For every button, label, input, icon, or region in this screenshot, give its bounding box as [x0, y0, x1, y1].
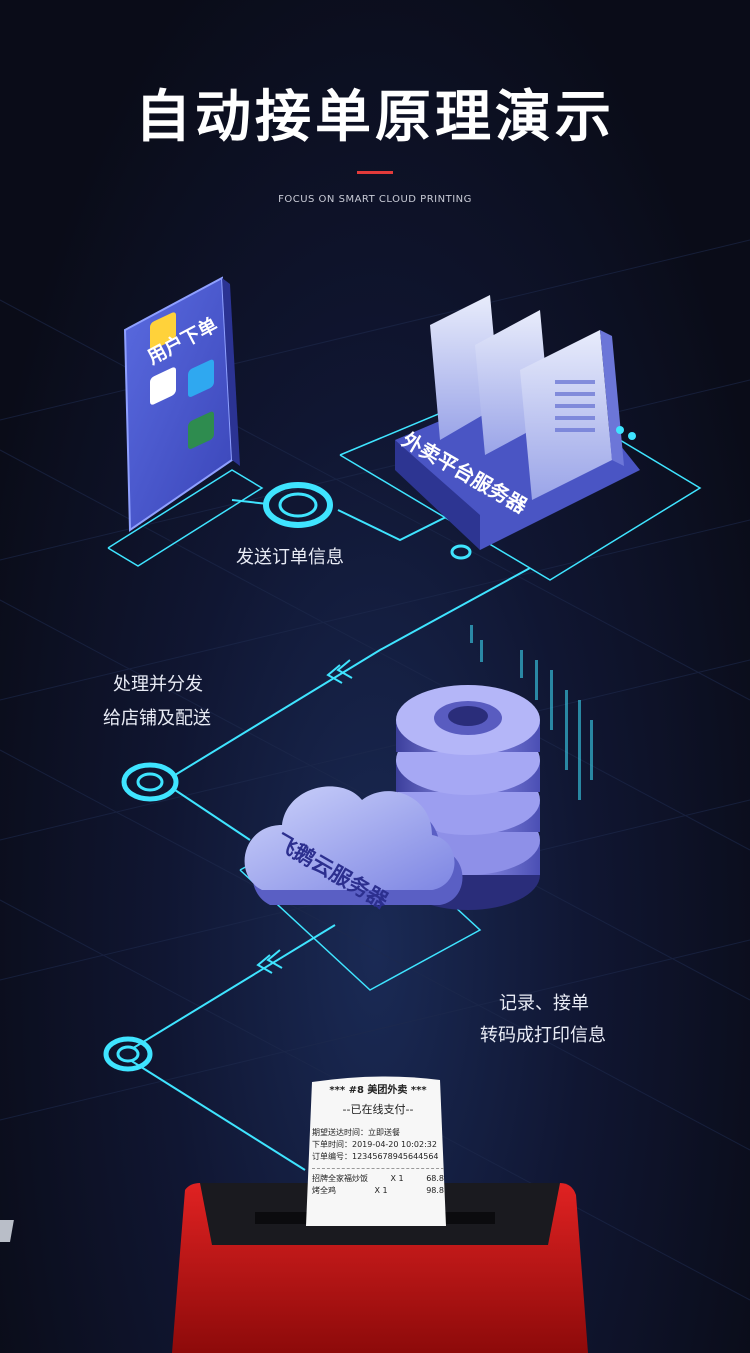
- receipt-item-row: 烤全鸡 X 1 98.8: [312, 1185, 444, 1197]
- cloud-illustration: [244, 786, 463, 905]
- receipt-delivery: 期望送达时间：立即送餐: [312, 1128, 400, 1138]
- printer-illustration: [0, 1183, 588, 1353]
- receipt-header: *** #8 美团外卖 ***: [329, 1085, 427, 1096]
- receipt-item-price: 68.8: [426, 1174, 444, 1184]
- platform-server-illustration: [395, 295, 640, 550]
- receipt-paid: --已在线支付--: [342, 1102, 414, 1116]
- receipt: *** #8 美团外卖 *** --已在线支付-- 期望送达时间：立即送餐 下单…: [312, 1084, 444, 1196]
- receipt-order: 订单编号：12345678945644564: [312, 1151, 439, 1161]
- database-stack-illustration: [396, 685, 540, 910]
- page-title: 自动接单原理演示: [135, 85, 615, 150]
- receipt-time: 下单时间：2019-04-20 10:02:32: [312, 1140, 437, 1150]
- phone-illustration: [123, 276, 240, 532]
- receipt-item-qty: X 1: [390, 1174, 404, 1184]
- step-dispatch-line1: 处理并分发: [113, 674, 203, 695]
- receipt-item-name: 烤全鸡: [312, 1185, 336, 1195]
- receipt-item-row: 招牌全家福炒饭 X 1 68.8: [312, 1173, 444, 1185]
- page-subtitle: FOCUS ON SMART CLOUD PRINTING: [278, 194, 472, 205]
- receipt-item-price: 98.8: [426, 1185, 444, 1195]
- title-accent-bar: [357, 171, 393, 174]
- step-dispatch-line2: 给店铺及配送: [103, 708, 211, 729]
- receipt-paper: [306, 1076, 446, 1226]
- receipt-item-name: 招牌全家福炒饭: [312, 1174, 368, 1184]
- step-record-line2: 转码成打印信息: [480, 1025, 606, 1046]
- step-record-line1: 记录、接单: [499, 993, 589, 1014]
- receipt-item-qty: X 1: [374, 1185, 388, 1195]
- step-send-label: 发送订单信息: [236, 547, 344, 568]
